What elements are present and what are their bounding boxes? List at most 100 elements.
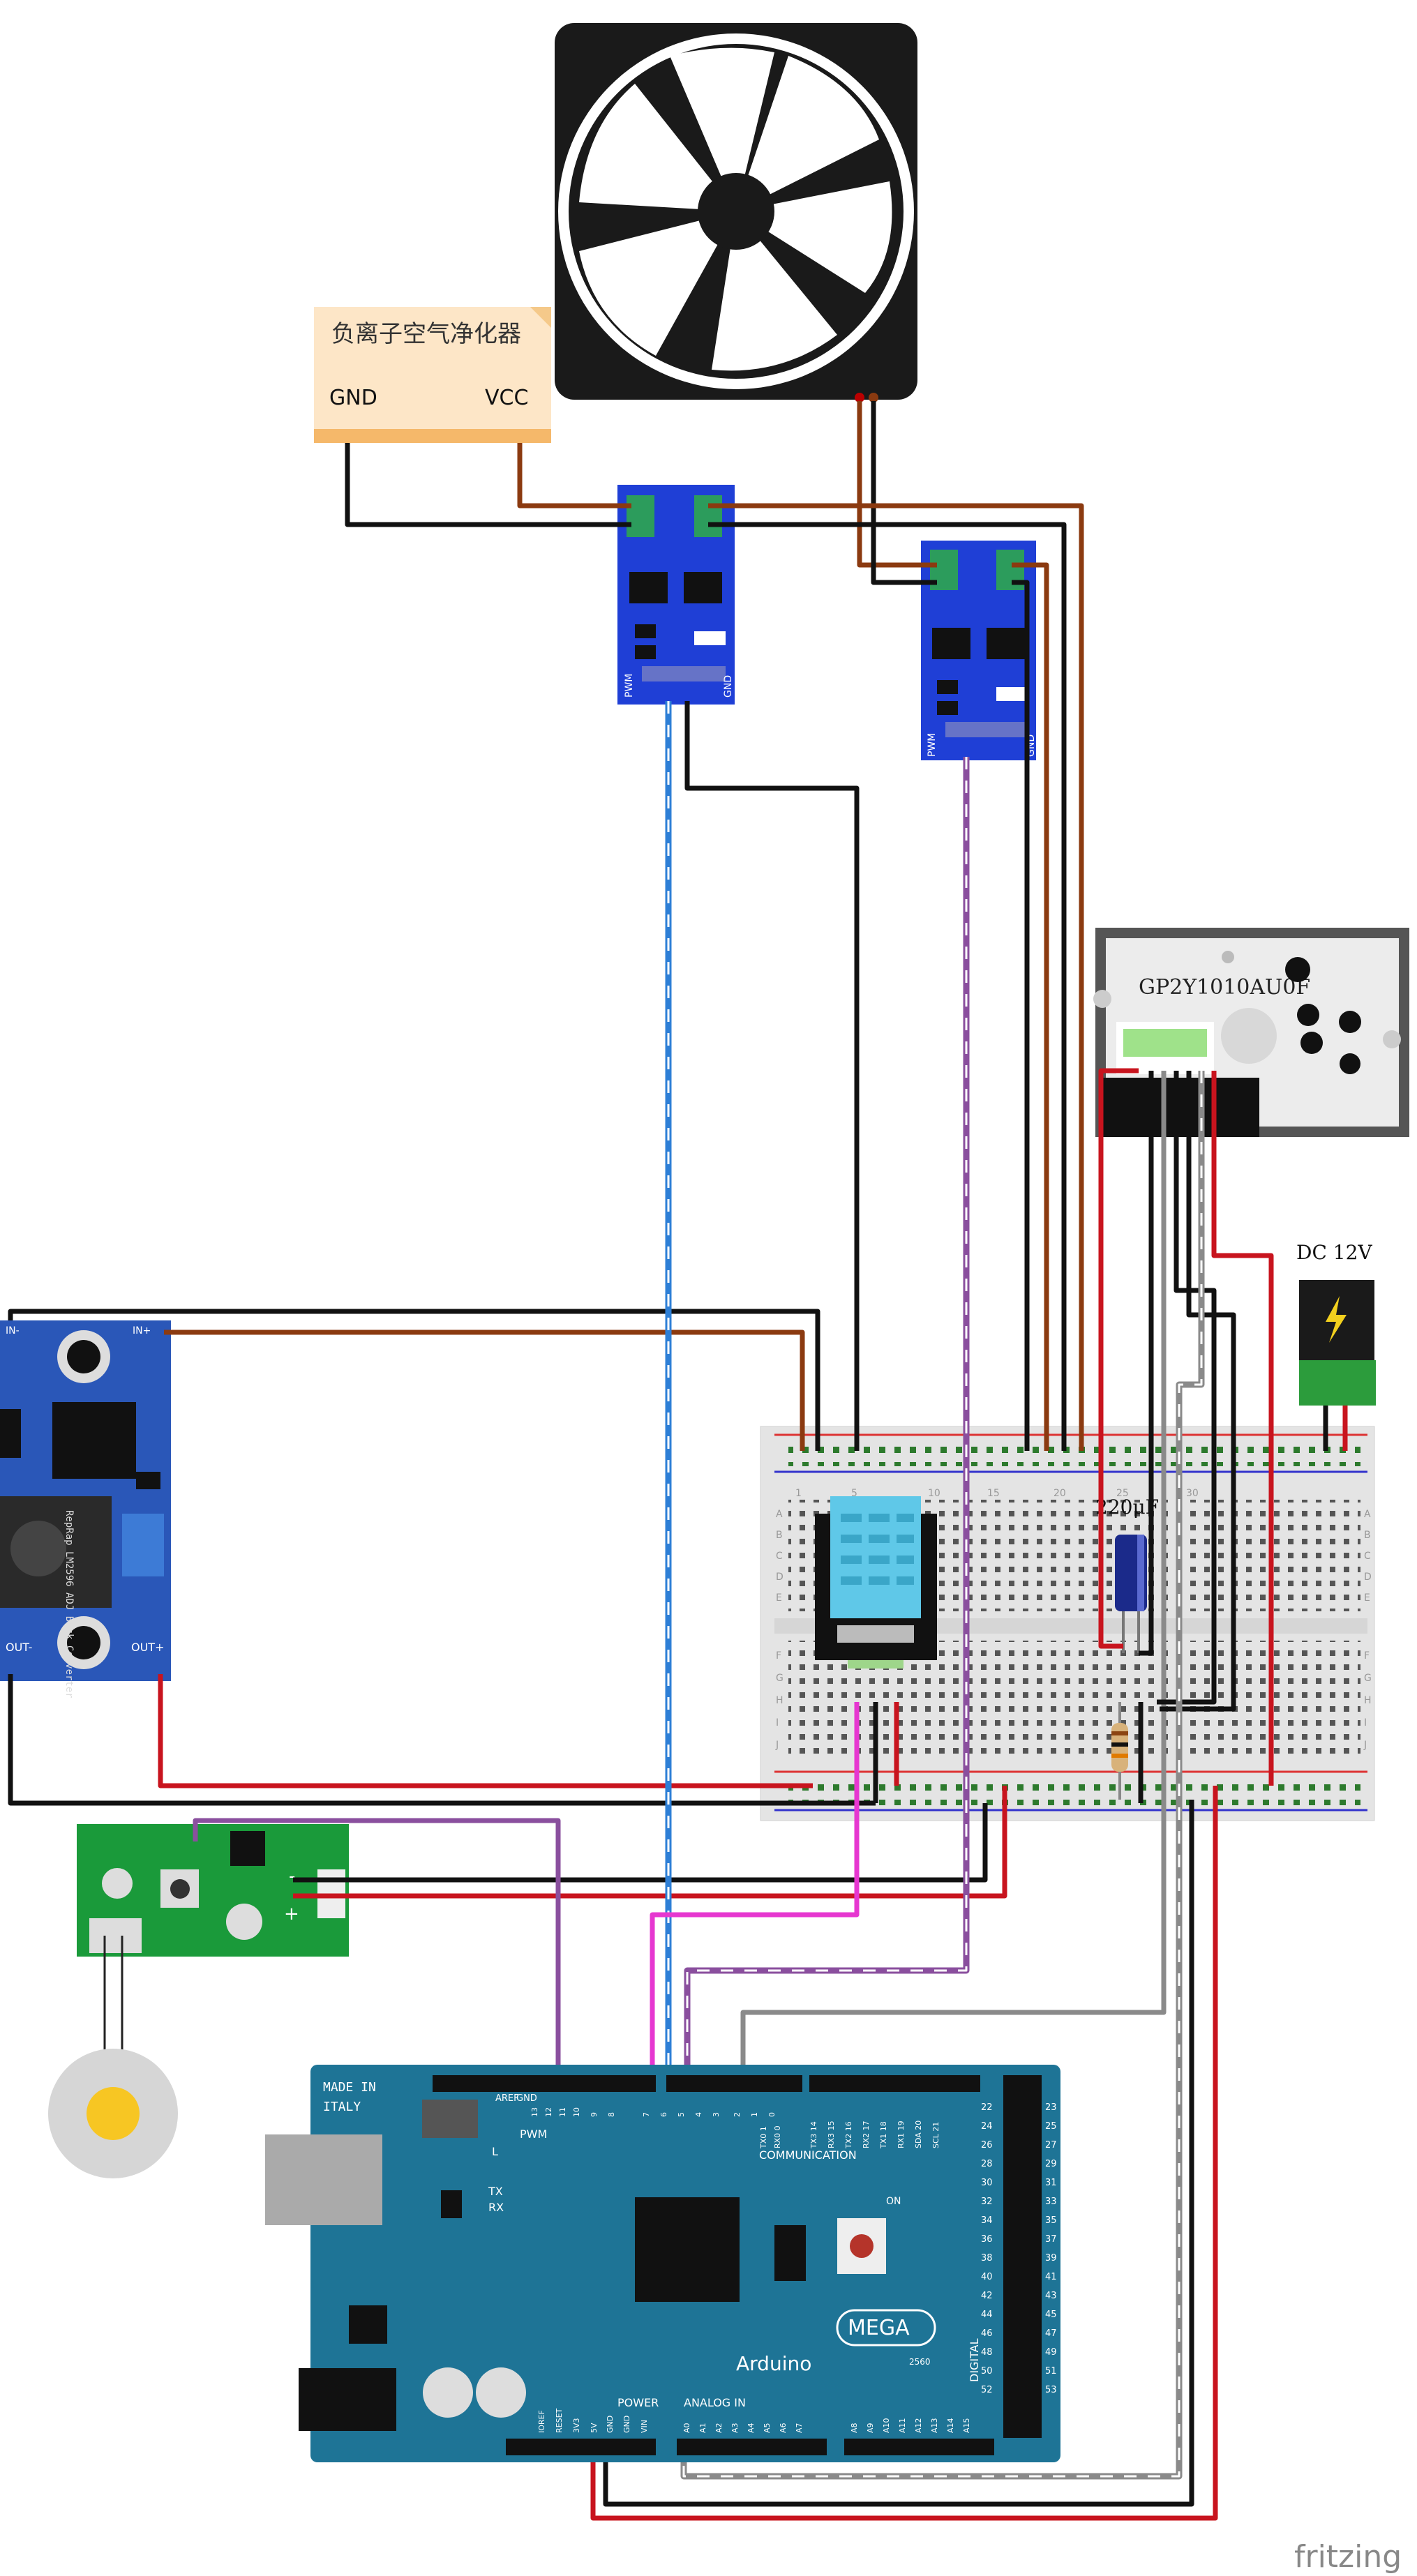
- led-light: [48, 1936, 178, 2178]
- bb-row-i-r: I: [1364, 1717, 1367, 1728]
- arduino-digital-label: DIGITAL: [968, 2338, 981, 2382]
- pin-6: 6: [659, 2112, 668, 2117]
- bb-row-j: J: [775, 1740, 779, 1751]
- analog-a2: A2: [714, 2423, 724, 2433]
- bb-row-f-r: F: [1364, 1650, 1370, 1662]
- hdr-29: 29: [1045, 2159, 1057, 2169]
- hdr-40: 40: [981, 2272, 993, 2282]
- dust-sensor-model: GP2Y1010AU0F: [1139, 975, 1310, 1000]
- bb-row-d: D: [776, 1572, 784, 1583]
- comm-sda: SDA 20: [914, 2121, 923, 2148]
- analog-a5: A5: [763, 2423, 772, 2433]
- power-gnd2: GND: [622, 2416, 631, 2433]
- purifier-title: 负离子空气净化器: [331, 320, 521, 348]
- comm-tx3: TX3 14: [809, 2121, 818, 2149]
- hdr-43: 43: [1045, 2291, 1057, 2301]
- hdr-44: 44: [981, 2310, 993, 2320]
- hdr-42: 42: [981, 2291, 993, 2301]
- power-reset: RESET: [555, 2408, 564, 2433]
- resistor: [1111, 1702, 1128, 1800]
- analog-a6: A6: [779, 2423, 788, 2433]
- power-3v3: 3V3: [572, 2418, 581, 2433]
- power-5v: 5V: [590, 2423, 599, 2433]
- hdr-22: 22: [981, 2102, 993, 2113]
- hdr-35: 35: [1045, 2215, 1057, 2226]
- module-minus: -: [289, 1866, 295, 1887]
- hdr-49: 49: [1045, 2347, 1057, 2358]
- analog-a4: A4: [747, 2423, 756, 2433]
- pin-3: 3: [712, 2112, 721, 2117]
- dc-jack-label: DC 12V: [1296, 1241, 1372, 1264]
- comm-rx2: RX2 17: [862, 2121, 871, 2148]
- comm-tx1: TX1 18: [879, 2121, 888, 2149]
- fan: [555, 23, 917, 402]
- arduino-on-led: ON: [886, 2196, 901, 2207]
- ion-purifier: 负离子空气净化器 GND VCC: [314, 307, 551, 443]
- comm-scl: SCL 21: [931, 2122, 940, 2148]
- pin-0: 0: [767, 2112, 777, 2117]
- hdr-46: 46: [981, 2328, 993, 2339]
- arduino-aref: AREF: [495, 2093, 519, 2104]
- analog-a7: A7: [795, 2423, 804, 2433]
- comm-tx0: TX0 1: [759, 2126, 768, 2149]
- module-plus: +: [284, 1904, 299, 1925]
- comm-tx2: TX2 16: [844, 2121, 853, 2149]
- hdr-32: 32: [981, 2197, 993, 2207]
- bb-row-c-r: C: [1364, 1551, 1371, 1562]
- bb-col-25: 25: [1116, 1488, 1129, 1499]
- power-module: - +: [77, 1824, 349, 1957]
- analog-a15: A15: [962, 2418, 971, 2433]
- bb-row-e: E: [776, 1592, 782, 1604]
- arduino-rx-led: RX: [488, 2201, 504, 2214]
- arduino-power-label: POWER: [617, 2396, 659, 2409]
- mosfet-module-1: PWM GND: [617, 485, 735, 705]
- hdr-51: 51: [1045, 2366, 1057, 2377]
- pin-7: 7: [642, 2112, 651, 2117]
- bb-row-h: H: [776, 1695, 784, 1706]
- hdr-30: 30: [981, 2178, 993, 2188]
- bb-row-i: I: [776, 1717, 779, 1728]
- pin-13: 13: [530, 2107, 539, 2117]
- capacitor: 220μF: [1095, 1496, 1159, 1653]
- arduino-tx-led: TX: [488, 2185, 503, 2198]
- capacitor-label: 220μF: [1095, 1496, 1159, 1519]
- analog-a9: A9: [866, 2423, 875, 2433]
- bb-row-f: F: [776, 1650, 781, 1662]
- bb-row-h-r: H: [1364, 1695, 1372, 1706]
- pin-2: 2: [733, 2112, 742, 2117]
- hdr-33: 33: [1045, 2197, 1057, 2207]
- bb-row-j-r: J: [1363, 1740, 1367, 1751]
- pin-5: 5: [677, 2112, 686, 2117]
- mosfet2-pwm-label: PWM: [927, 733, 938, 757]
- arduino-gnd-top: GND: [516, 2093, 537, 2104]
- dc-jack: DC 12V: [1296, 1241, 1376, 1406]
- bb-row-a: A: [776, 1509, 783, 1520]
- pin-11: 11: [558, 2107, 567, 2117]
- analog-a8: A8: [850, 2423, 859, 2433]
- hdr-52: 52: [981, 2385, 993, 2395]
- analog-a1: A1: [698, 2423, 707, 2433]
- buck-in-minus: IN-: [6, 1325, 20, 1336]
- bb-col-30: 30: [1186, 1488, 1199, 1499]
- analog-a3: A3: [730, 2423, 740, 2433]
- hdr-41: 41: [1045, 2272, 1057, 2282]
- bb-col-5: 5: [851, 1488, 857, 1499]
- arduino-communication: COMMUNICATION: [759, 2148, 857, 2162]
- bb-row-c: C: [776, 1551, 783, 1562]
- mosfet1-pwm-label: PWM: [624, 674, 635, 698]
- buck-in-plus: IN+: [133, 1325, 151, 1336]
- bb-row-a-r: A: [1364, 1509, 1371, 1520]
- analog-a11: A11: [898, 2418, 907, 2433]
- power-gnd1: GND: [606, 2416, 615, 2433]
- wires: [8, 401, 1348, 2521]
- hdr-45: 45: [1045, 2310, 1057, 2320]
- mosfet-module-2: PWM GND: [921, 541, 1037, 760]
- arduino-analog-label: ANALOG IN: [684, 2396, 746, 2409]
- analog-a13: A13: [930, 2418, 939, 2433]
- dust-sensor: GP2Y1010AU0F: [1093, 928, 1409, 1137]
- hdr-37: 37: [1045, 2234, 1057, 2245]
- hdr-26: 26: [981, 2140, 993, 2151]
- bb-row-b-r: B: [1364, 1530, 1371, 1541]
- hdr-24: 24: [981, 2121, 993, 2132]
